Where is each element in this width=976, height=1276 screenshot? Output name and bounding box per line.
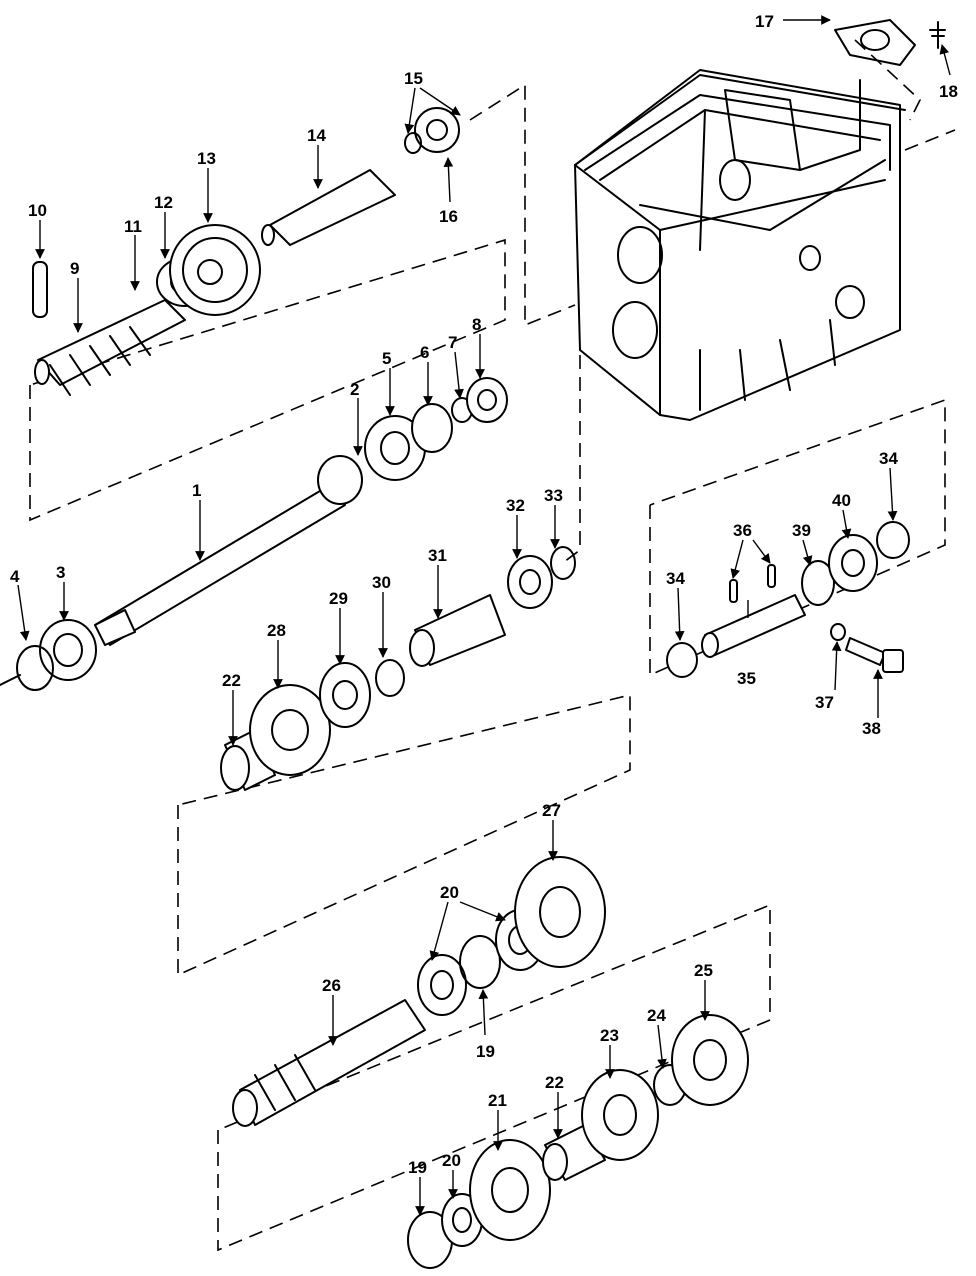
callout-15: 15 bbox=[404, 69, 423, 88]
gear-29 bbox=[319, 662, 371, 728]
gear-21 bbox=[469, 1139, 551, 1241]
transmission-housing bbox=[574, 19, 946, 421]
gear-28 bbox=[249, 684, 331, 776]
gear-40 bbox=[828, 534, 878, 592]
callout-17: 17 bbox=[755, 12, 774, 31]
callout-37: 37 bbox=[815, 693, 834, 712]
gear-23 bbox=[581, 1069, 659, 1161]
washer-34a bbox=[666, 642, 698, 678]
callout-24: 24 bbox=[647, 1006, 666, 1025]
callout-7: 7 bbox=[448, 333, 457, 352]
callout-30: 30 bbox=[372, 573, 391, 592]
callout-27: 27 bbox=[542, 801, 561, 820]
assembly-dash-lines bbox=[29, 39, 956, 1252]
snap-ring-19a bbox=[459, 935, 501, 989]
callout-11: 11 bbox=[124, 217, 142, 236]
snap-ring-4 bbox=[16, 645, 54, 691]
gear-2 bbox=[317, 455, 363, 505]
upper-shaft-group bbox=[32, 107, 460, 396]
main-shaft-group bbox=[0, 377, 508, 691]
countershaft-group bbox=[232, 856, 606, 1127]
washer-37 bbox=[830, 623, 846, 641]
ring-33 bbox=[550, 546, 576, 580]
pin-36a bbox=[729, 579, 738, 603]
bearing-39 bbox=[801, 560, 835, 606]
callout-26: 26 bbox=[322, 976, 341, 995]
callout-8: 8 bbox=[472, 315, 481, 334]
main-shaft bbox=[94, 484, 346, 646]
callout-25: 25 bbox=[694, 961, 713, 980]
leader-lines bbox=[17, 15, 951, 1216]
callout-40: 40 bbox=[832, 491, 851, 510]
callout-38: 38 bbox=[862, 719, 881, 738]
gear-6 bbox=[411, 403, 453, 453]
callout-20-lower: 20 bbox=[442, 1151, 461, 1170]
gear-25 bbox=[671, 1014, 749, 1106]
callout-5: 5 bbox=[382, 349, 391, 368]
bearing-3 bbox=[39, 619, 97, 681]
callout-9: 9 bbox=[70, 259, 79, 278]
callout-13: 13 bbox=[197, 149, 216, 168]
callout-14: 14 bbox=[307, 126, 326, 145]
callout-22: 22 bbox=[222, 671, 241, 690]
callout-34-left: 34 bbox=[666, 569, 685, 588]
callout-32: 32 bbox=[506, 496, 525, 515]
callout-35: 35 bbox=[737, 669, 756, 688]
bearing-20a bbox=[417, 954, 467, 1016]
callout-23: 23 bbox=[600, 1026, 619, 1045]
callout-1: 1 bbox=[192, 481, 201, 500]
callout-19: 19 bbox=[476, 1042, 495, 1061]
gear-27 bbox=[514, 856, 606, 968]
callout-12: 12 bbox=[154, 193, 173, 212]
callout-21: 21 bbox=[488, 1091, 507, 1110]
idler-group bbox=[666, 521, 910, 678]
callout-10: 10 bbox=[28, 201, 47, 220]
snap-ring-30 bbox=[375, 659, 405, 697]
dowel-pin bbox=[32, 261, 48, 318]
idler-shaft-35 bbox=[704, 594, 806, 656]
callout-29: 29 bbox=[329, 589, 348, 608]
callout-18: 18 bbox=[939, 82, 958, 101]
shaft-14 bbox=[269, 169, 396, 246]
callout-28: 28 bbox=[267, 621, 286, 640]
reverse-group bbox=[407, 1014, 749, 1269]
bearing-32 bbox=[507, 555, 553, 609]
callout-34: 34 bbox=[879, 449, 898, 468]
callout-22-lower: 22 bbox=[545, 1073, 564, 1092]
callout-39: 39 bbox=[792, 521, 811, 540]
bolt-38 bbox=[845, 637, 886, 666]
callout-2: 2 bbox=[350, 380, 359, 399]
callout-33: 33 bbox=[544, 486, 563, 505]
callout-4: 4 bbox=[10, 567, 20, 586]
washer-34b bbox=[876, 521, 910, 559]
bearing-8 bbox=[466, 377, 508, 423]
callout-31: 31 bbox=[428, 546, 447, 565]
callout-16: 16 bbox=[439, 207, 458, 226]
callout-3: 3 bbox=[56, 563, 65, 582]
middle-group bbox=[220, 546, 576, 791]
callout-19-lower: 19 bbox=[408, 1158, 427, 1177]
callout-20: 20 bbox=[440, 883, 459, 902]
pin-36b bbox=[767, 564, 776, 588]
callout-labels: 1 2 3 4 5 6 7 8 9 10 11 12 13 14 15 16 1… bbox=[10, 12, 958, 1177]
bearing-16 bbox=[414, 107, 460, 153]
callout-6: 6 bbox=[420, 343, 429, 362]
callout-36: 36 bbox=[733, 521, 752, 540]
